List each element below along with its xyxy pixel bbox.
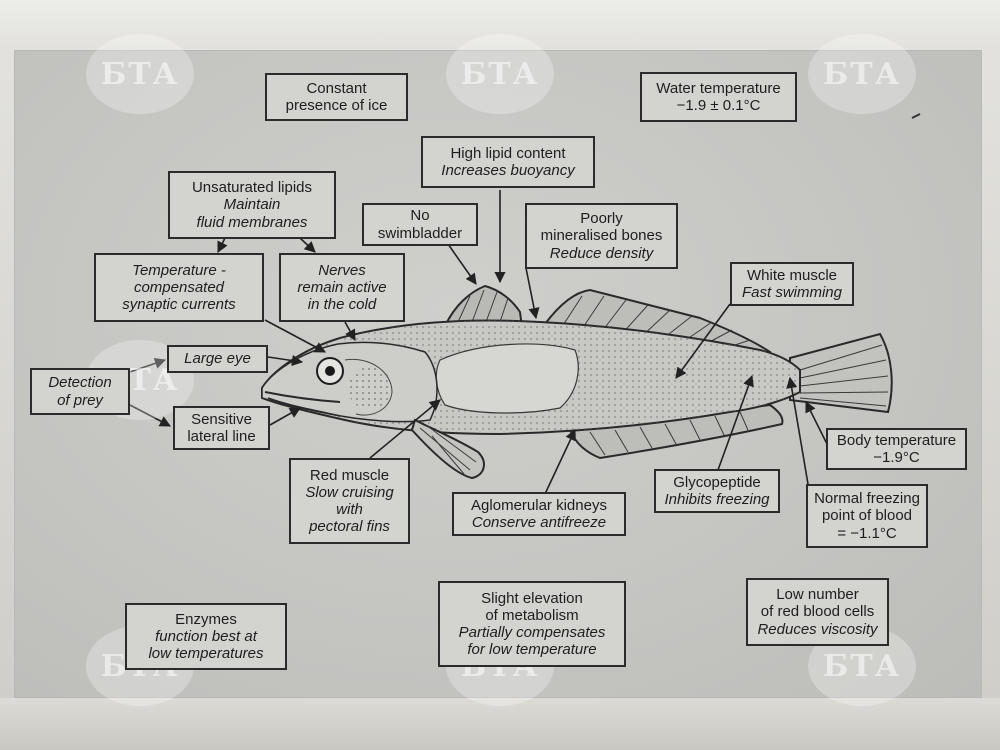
arrow-lateral-line bbox=[269, 407, 301, 426]
label-detection-of-prey: Detection of prey bbox=[30, 368, 130, 415]
watermark-logo: БТА bbox=[808, 34, 916, 114]
label-body-temperature: Body temperature −1.9°C bbox=[826, 428, 967, 470]
label-red-muscle: Red muscle Slow cruising with pectoral f… bbox=[289, 458, 410, 544]
label-large-eye: Large eye bbox=[167, 345, 268, 373]
arrow-glyco bbox=[717, 374, 754, 471]
pectoral-fin bbox=[410, 418, 485, 480]
label-high-lipid: High lipid content Increases buoyancy bbox=[421, 136, 595, 188]
label-nerves-active: Nerves remain active in the cold bbox=[279, 253, 405, 322]
arrow-swimbladder bbox=[447, 243, 477, 285]
label-glycopeptide: Glycopeptide Inhibits freezing bbox=[654, 469, 780, 513]
annotation-arrows bbox=[129, 190, 829, 495]
arrow-nerves bbox=[344, 321, 356, 341]
label-enzymes: Enzymes function best at low temperature… bbox=[125, 603, 287, 670]
paper-margin-top bbox=[0, 0, 1000, 50]
label-low-red-blood-cells: Low number of red blood cells Reduces vi… bbox=[746, 578, 889, 646]
label-water-temperature: Water temperature −1.9 ± 0.1°C bbox=[640, 72, 797, 122]
arrow-detect-line bbox=[129, 404, 171, 427]
label-white-muscle: White muscle Fast swimming bbox=[730, 262, 854, 306]
anal-fin bbox=[568, 403, 784, 460]
arrow-bones bbox=[525, 267, 540, 320]
label-constant-ice: Constant presence of ice bbox=[265, 73, 408, 121]
watermark-logo: БТА bbox=[446, 34, 554, 114]
label-aglomerular-kidneys: Aglomerular kidneys Conserve antifreeze bbox=[452, 492, 626, 536]
arrow-red-muscle bbox=[369, 399, 441, 459]
arrow-freezing bbox=[786, 376, 809, 485]
arrow-body-temp bbox=[805, 400, 829, 447]
first-dorsal-fin bbox=[443, 284, 524, 330]
paper-margin-bottom bbox=[0, 698, 1000, 750]
arrow-unsat-left bbox=[217, 237, 228, 254]
label-temperature-compensated: Temperature - compensated synaptic curre… bbox=[94, 253, 264, 322]
arrow-temp-comp bbox=[264, 319, 326, 353]
arrow-kidneys bbox=[544, 428, 576, 495]
arrow-white-muscle bbox=[675, 303, 731, 379]
arrow-large-eye bbox=[267, 354, 304, 367]
arrow-detect-eye bbox=[129, 357, 167, 373]
watermark-logo: БТА bbox=[86, 34, 194, 114]
arrow-unsat-right bbox=[299, 237, 316, 253]
label-normal-freezing-point: Normal freezing point of blood = −1.1°C bbox=[806, 484, 928, 548]
caudal-fin bbox=[789, 332, 893, 414]
label-sensitive-lateral-line: Sensitive lateral line bbox=[173, 406, 270, 450]
label-slight-elevation-metabolism: Slight elevation of metabolism Partially… bbox=[438, 581, 626, 667]
label-unsaturated-lipids: Unsaturated lipids Maintain fluid membra… bbox=[168, 171, 336, 239]
label-poorly-mineralised: Poorly mineralised bones Reduce density bbox=[525, 203, 678, 269]
fish-illustration bbox=[261, 284, 893, 480]
label-no-swimbladder: No swimbladder bbox=[362, 203, 478, 246]
